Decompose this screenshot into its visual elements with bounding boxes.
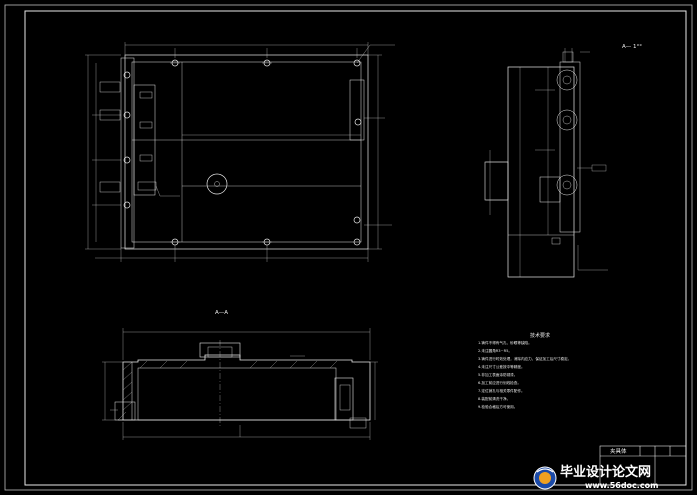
section-hatch [117,360,338,421]
plan-view [99,54,369,250]
note-line: 2.未注圆角R3~R5。 [478,348,512,353]
section-dimensions [102,328,378,440]
view-label-top-right: A— 1°° [622,44,642,50]
note-line: 3.铸件进行时效处理，消除内应力，保证加工后尺寸稳定。 [478,356,571,361]
note-line: 7.定位销孔与相关零件配作。 [478,388,525,393]
note-line: 1.铸件不得有气孔、砂眼等缺陷。 [478,340,532,345]
notes-title: 技术要求 [530,332,550,339]
section-label: A—A [215,310,228,316]
section-view [114,340,371,429]
watermark-text: 毕业设计论文网 [560,464,651,480]
side-view [484,51,581,278]
note-line: 4.未注尺寸公差按中等精度。 [478,364,525,369]
watermark-url: www.56doc.com [585,481,658,490]
inner-frame [24,10,687,486]
note-line: 9.检验合格后方可使用。 [478,404,517,409]
title-block-label: 夹具体 [610,447,627,455]
note-line: 5.非加工表面涂防锈漆。 [478,372,517,377]
watermark: 毕业设计论文网 www.56doc.com [533,464,658,490]
note-line: 8.装配前清洗干净。 [478,396,510,401]
title-block [599,445,687,486]
outer-border [4,4,693,491]
note-line: 6.加工前应进行划线检查。 [478,380,521,385]
plan-view-dimensions [85,42,395,262]
side-view-dimensions [486,48,608,271]
technical-notes: 技术要求 1.铸件不得有气孔、砂眼等缺陷。 2.未注圆角R3~R5。 3.铸件进… [478,332,571,409]
